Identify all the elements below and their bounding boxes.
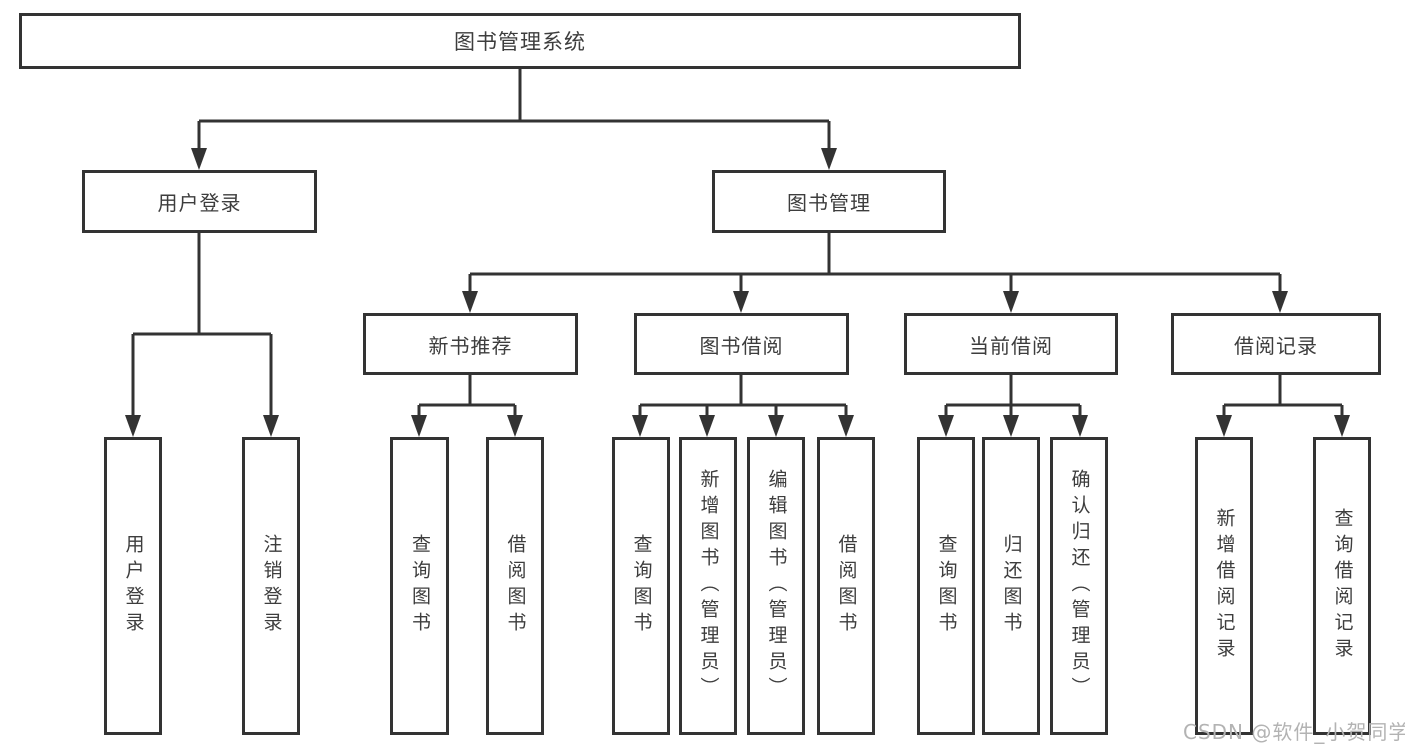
connector-new-book-recommend-children: [411, 375, 523, 437]
connector-current-borrow-children: [938, 375, 1088, 437]
arrow-down-icon: [1003, 291, 1019, 313]
arrow-down-icon: [191, 148, 207, 170]
connector-book-management-children: [462, 233, 1288, 313]
node-user-login: 用户登录: [82, 170, 317, 233]
leaf-recommend-borrow-book: 借阅图书: [486, 437, 544, 735]
connector-user-login-children: [125, 233, 279, 437]
node-book-borrow: 图书借阅: [634, 313, 849, 375]
arrow-down-icon: [1272, 291, 1288, 313]
connector-root-to-level2: [191, 69, 837, 170]
arrow-down-icon: [838, 415, 854, 437]
csdn-watermark: CSDN @软件_小贺同学: [1183, 720, 1405, 744]
leaf-edit-book-admin: 编辑图书（管理员）: [747, 437, 805, 735]
arrow-down-icon: [1216, 415, 1232, 437]
leaf-borrow-book: 借阅图书: [817, 437, 875, 735]
arrow-down-icon: [411, 415, 427, 437]
wire: [417, 375, 517, 427]
node-current-borrow: 当前借阅: [904, 313, 1118, 375]
arrow-down-icon: [733, 291, 749, 313]
arrow-down-icon: [1072, 415, 1088, 437]
node-borrow-record: 借阅记录: [1171, 313, 1381, 375]
arrow-down-icon: [821, 148, 837, 170]
arrow-down-icon: [462, 291, 478, 313]
wire: [197, 69, 831, 160]
leaf-recommend-query-book: 查询图书: [390, 437, 449, 735]
leaf-add-borrow-record: 新增借阅记录: [1195, 437, 1253, 735]
arrow-down-icon: [768, 415, 784, 437]
node-new-book-recommend: 新书推荐: [363, 313, 578, 375]
node-root-library-management-system: 图书管理系统: [19, 13, 1021, 69]
node-book-management: 图书管理: [712, 170, 946, 233]
wire: [131, 233, 273, 425]
wire: [638, 375, 848, 427]
arrow-down-icon: [263, 415, 279, 437]
arrow-down-icon: [1334, 415, 1350, 437]
leaf-borrow-query-book: 查询图书: [612, 437, 670, 735]
leaf-confirm-return-admin: 确认归还（管理员）: [1050, 437, 1108, 735]
arrow-down-icon: [507, 415, 523, 437]
leaf-current-query-book: 查询图书: [917, 437, 975, 735]
leaf-add-book-admin: 新增图书（管理员）: [679, 437, 737, 735]
leaf-return-book: 归还图书: [982, 437, 1040, 735]
connector-book-borrow-children: [632, 375, 854, 437]
arrow-down-icon: [125, 415, 141, 437]
arrow-down-icon: [632, 415, 648, 437]
arrow-down-icon: [938, 415, 954, 437]
wire: [468, 233, 1282, 303]
arrow-down-icon: [1003, 415, 1019, 437]
leaf-user-login: 用户登录: [104, 437, 162, 735]
wire: [1222, 375, 1344, 427]
leaf-logout-login: 注销登录: [242, 437, 300, 735]
arrow-down-icon: [699, 415, 715, 437]
leaf-query-borrow-record: 查询借阅记录: [1313, 437, 1371, 735]
connector-borrow-record-children: [1216, 375, 1350, 437]
